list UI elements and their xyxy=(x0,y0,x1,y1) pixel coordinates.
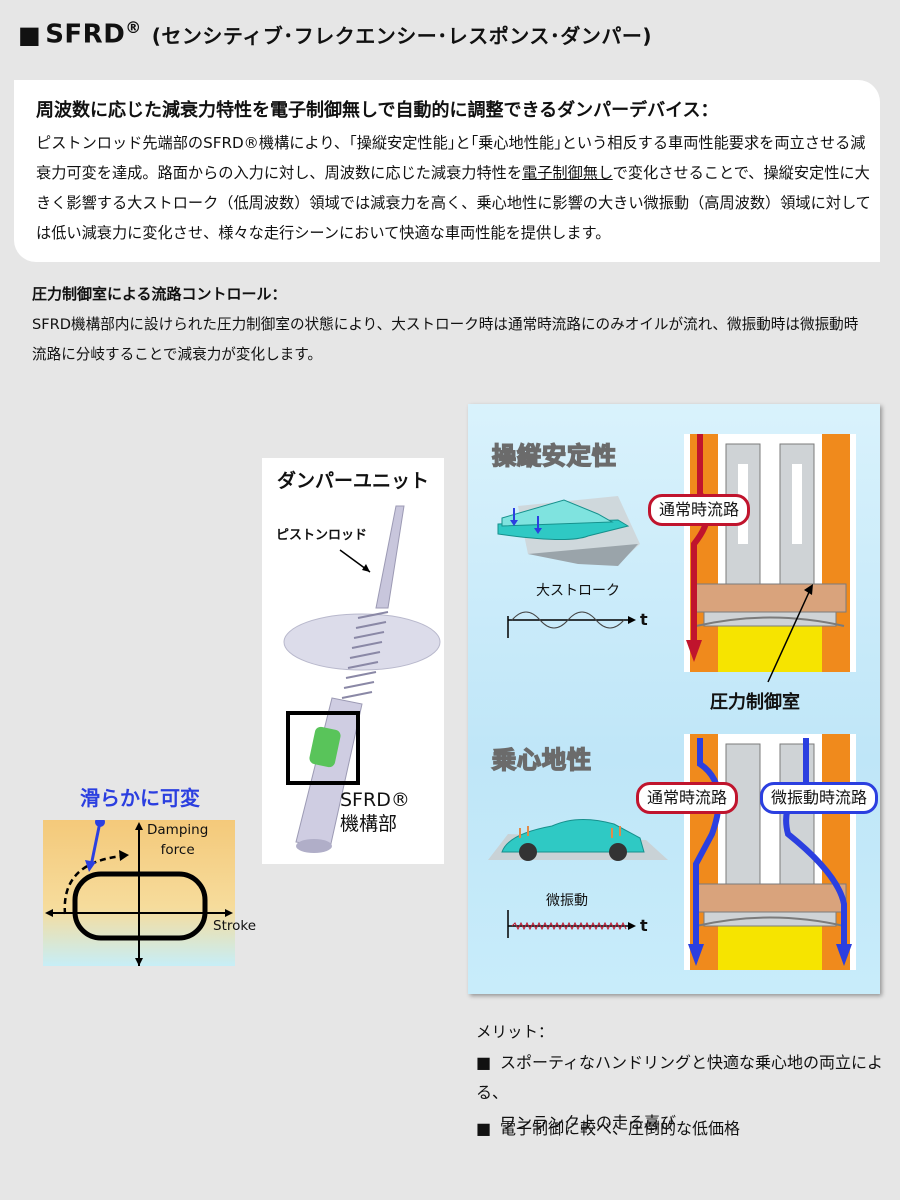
large-stroke-label: 大ストローク xyxy=(536,583,620,599)
intro-body-2: で変化させることで、操縦安定性に大きく影響する大ストローク（低周波数）領域では減… xyxy=(36,164,871,242)
intro-body-1: ピストンロッド先端部のSFRD®機構により、｢操縦安定性能｣と｢乗心地性能｣とい… xyxy=(36,134,866,182)
merit-item-1: ■スポーティなハンドリングと快適な乗心地の両立による、 ワンランク上の走る喜び xyxy=(476,1048,896,1138)
damping-graph-svg xyxy=(43,820,235,966)
sfrd-mechanism-label: SFRD®機構部 xyxy=(340,788,410,836)
intro-body-underline: 電子制御無し xyxy=(522,164,613,182)
intro-heading: 周波数に応じた減衰力特性を電子制御無しで自動的に調整できるダンパーデバイス： xyxy=(36,100,719,121)
handling-stability-title: 操縦安定性 xyxy=(491,441,617,471)
control-heading: 圧力制御室による流路コントロール： xyxy=(32,285,287,303)
intro-body: ピストンロッド先端部のSFRD®機構により、｢操縦安定性能｣と｢乗心地性能｣とい… xyxy=(36,128,876,248)
graph-ylabel-line1: Damping xyxy=(147,822,209,838)
graph-heading: 滑らかに可変 xyxy=(80,786,200,810)
graph-ylabel-line2: force xyxy=(160,842,195,858)
piston-rod-label: ピストンロッド xyxy=(276,528,368,543)
title-reg: ® xyxy=(125,18,142,37)
sfrd-label-line2: 機構部 xyxy=(340,813,398,835)
cross-section-lower xyxy=(684,734,856,970)
merit-item-2: ■ 電子制御に較べ、圧倒的な低価格 xyxy=(476,1114,896,1144)
flow-diagram-svg xyxy=(488,434,856,970)
graph-ylabel: Damping force xyxy=(147,820,208,860)
flow-diagram-panel: 操縦安定性 通常時流路 大ストローク t 圧力制御室 乗心地性 通常時流路 微振… xyxy=(468,404,880,994)
cross-section-upper xyxy=(684,434,856,672)
control-body: SFRD機構部内に設けられた圧力制御室の状態により、大ストローク時は通常時流路に… xyxy=(32,316,859,363)
merit-item-2-line1: 電子制御に較べ、圧倒的な低価格 xyxy=(500,1119,741,1138)
title-subtitle: (センシティブ･フレクエンシー･レスポンス･ダンパー) xyxy=(151,23,652,48)
merit-heading: メリット： xyxy=(476,1023,554,1041)
time-axis-label-upper: t xyxy=(640,610,648,629)
pressure-chamber-label: 圧力制御室 xyxy=(710,692,800,713)
damping-graph: Damping force Stroke xyxy=(43,820,256,966)
ride-comfort-title: 乗心地性 xyxy=(491,745,592,775)
title-name: SFRD xyxy=(45,19,126,50)
graph-xlabel: Stroke xyxy=(213,918,257,934)
damper-illustration xyxy=(283,505,441,853)
merit-bullet-2: ■ xyxy=(476,1119,492,1138)
damper-unit-panel: ダンパーユニット ピストンロッド SFRD®機構部 xyxy=(262,458,444,864)
merit-item-1-line2: ワンランク上の走る喜び xyxy=(500,1113,677,1132)
normal-flow-label-lower: 通常時流路 xyxy=(636,782,739,814)
sfrd-label-line1: SFRD® xyxy=(340,789,410,811)
damper-unit-title: ダンパーユニット xyxy=(276,470,429,492)
time-axis-label-lower: t xyxy=(640,916,648,935)
merit-bullet-1: ■ xyxy=(476,1053,492,1072)
page-title: ■SFRD® (センシティブ･フレクエンシー･レスポンス･ダンパー) xyxy=(18,18,652,50)
vibration-flow-label: 微振動時流路 xyxy=(760,782,879,814)
title-square-icon: ■ xyxy=(18,20,42,49)
normal-flow-label-upper: 通常時流路 xyxy=(648,494,751,526)
intro-card: 周波数に応じた減衰力特性を電子制御無しで自動的に調整できるダンパーデバイス： ピ… xyxy=(14,80,880,262)
merit-item-1-line1: スポーティなハンドリングと快適な乗心地の両立による、 xyxy=(476,1053,884,1102)
micro-vibration-label: 微振動 xyxy=(546,893,588,909)
